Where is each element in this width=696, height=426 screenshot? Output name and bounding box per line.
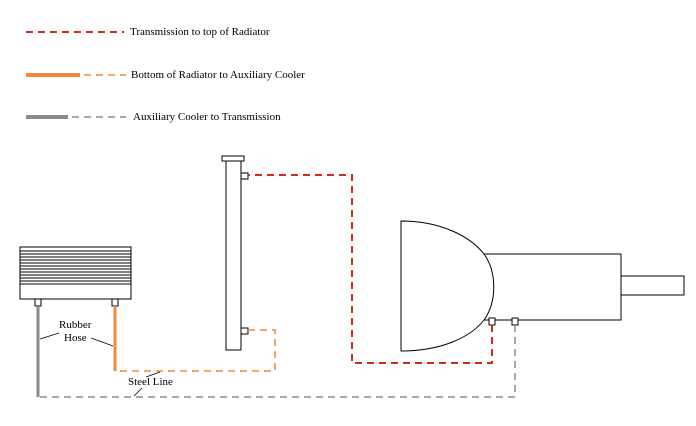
radiator-top-fitting <box>240 172 249 180</box>
rubber-hose-label-line2: Hose <box>64 332 87 344</box>
auxiliary-cooler-body <box>19 246 132 300</box>
transmission-bell-housing <box>400 220 495 352</box>
radiator-bottom-fitting <box>240 327 249 335</box>
transmission-left-fitting <box>488 317 496 326</box>
auxiliary-cooler <box>19 246 132 307</box>
red-line-transmission-to-radiator-top <box>248 174 493 364</box>
auxiliary-cooler-fins <box>20 250 131 285</box>
transmission-tailshaft <box>620 275 685 296</box>
cooler-right-fitting <box>111 298 119 307</box>
radiator <box>221 155 249 351</box>
rubber-hose-label-line1: Rubber <box>59 319 92 331</box>
radiator-body <box>225 160 242 351</box>
legend: Transmission to top of Radiator Bottom o… <box>26 26 305 123</box>
transmission-case <box>484 253 622 321</box>
steel-line-label: Steel Line <box>128 376 173 388</box>
radiator-cap <box>221 155 245 162</box>
steel-line-leader-up <box>145 371 161 378</box>
transmission <box>400 220 685 352</box>
rubber-hose-leader-right <box>90 337 114 347</box>
orange-line-radiator-to-cooler-dashed <box>115 329 276 372</box>
legend-label-gray: Auxiliary Cooler to Transmission <box>133 111 281 123</box>
steel-line-leader-down <box>133 387 143 397</box>
legend-item-red: Transmission to top of Radiator <box>26 26 270 38</box>
cooler-left-fitting <box>34 298 42 307</box>
gray-line-cooler-to-transmission-dashed <box>40 325 516 398</box>
steel-line-callout: Steel Line <box>128 371 173 397</box>
legend-label-red: Transmission to top of Radiator <box>130 26 270 38</box>
legend-item-orange: Bottom of Radiator to Auxiliary Cooler <box>26 69 305 81</box>
legend-label-orange: Bottom of Radiator to Auxiliary Cooler <box>131 69 305 81</box>
rubber-hose-callout: Rubber Hose <box>39 319 114 347</box>
transmission-right-fitting <box>511 317 519 326</box>
legend-item-gray: Auxiliary Cooler to Transmission <box>26 111 281 123</box>
rubber-hose-leader-left <box>39 332 60 340</box>
